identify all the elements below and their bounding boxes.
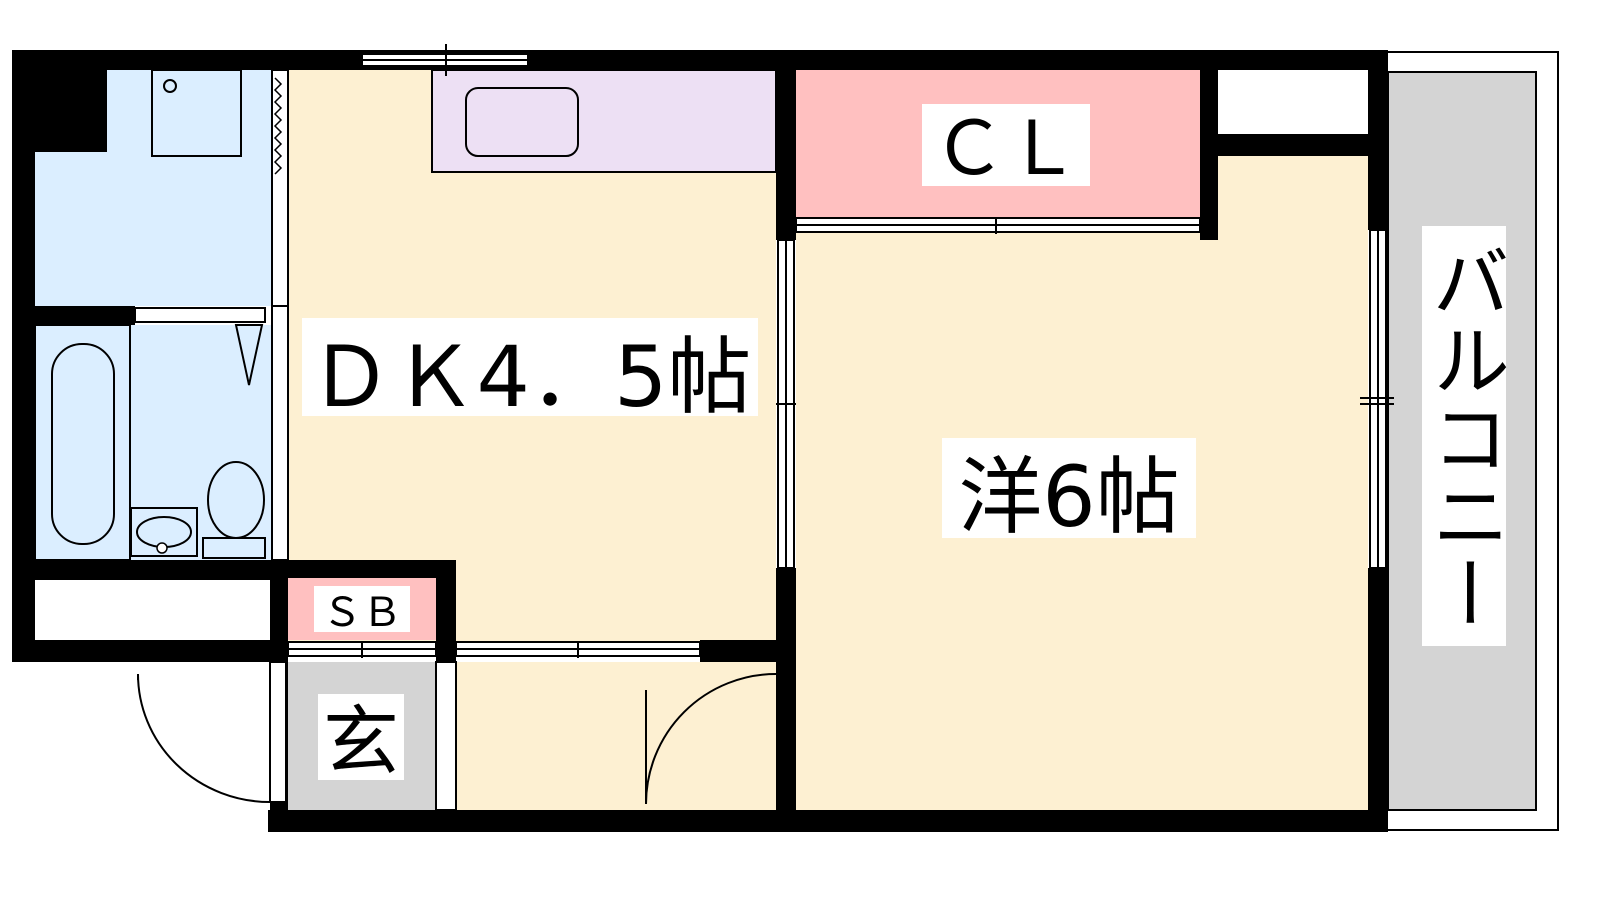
room-door-swing bbox=[645, 673, 777, 805]
corridor-floor bbox=[455, 662, 776, 812]
western-label-bg bbox=[942, 438, 1196, 538]
bathtub-basin bbox=[51, 343, 115, 545]
western-label: 洋6帖 bbox=[958, 448, 1179, 546]
balcony-label: バルコニー bbox=[1419, 242, 1509, 632]
closet-label-bg bbox=[922, 104, 1090, 186]
balcony-label-bg bbox=[1422, 226, 1506, 646]
washroom-door bbox=[134, 307, 266, 323]
mirror-marker bbox=[234, 324, 264, 386]
dk-label-bg bbox=[302, 318, 758, 416]
shoe-box-label-bg bbox=[314, 586, 410, 632]
storage-strip bbox=[35, 580, 272, 640]
toilet-icon bbox=[207, 461, 265, 539]
closet-label: ＣＬ bbox=[932, 106, 1080, 192]
stove-icon bbox=[465, 87, 579, 157]
bath-folding-door bbox=[273, 77, 283, 175]
alcove-white bbox=[1218, 70, 1368, 134]
entrance-label: 玄 bbox=[323, 697, 399, 786]
shoe-box-label: ＳＢ bbox=[322, 590, 402, 636]
dk-label: ＤＫ4．5帖 bbox=[309, 328, 752, 426]
entrance-door-swing bbox=[138, 674, 270, 802]
bath-partition bbox=[271, 69, 289, 307]
drain-icon bbox=[163, 79, 177, 93]
washing-machine-pan bbox=[151, 69, 242, 157]
entrance-label-bg bbox=[318, 694, 404, 780]
